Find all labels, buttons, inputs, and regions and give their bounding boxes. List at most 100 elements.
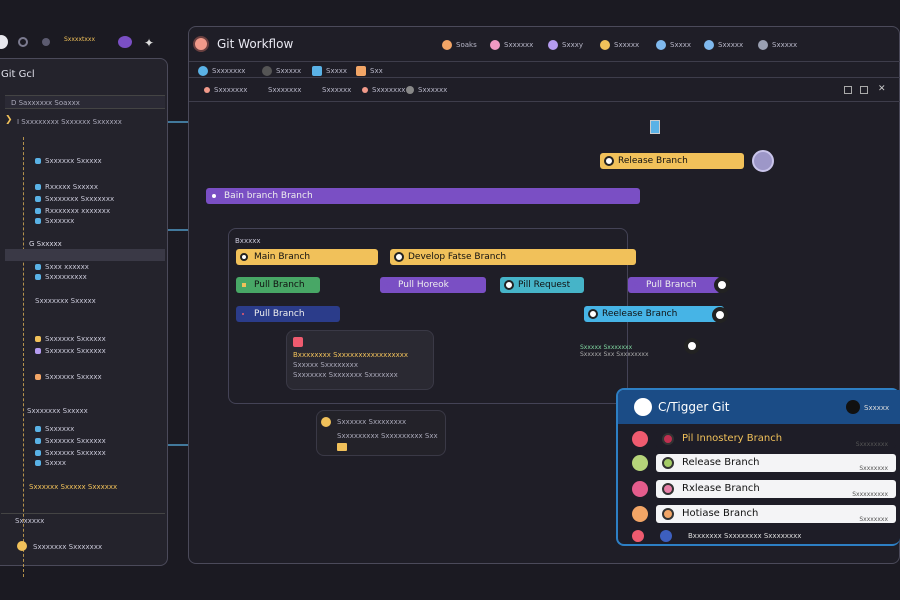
avatar (293, 337, 303, 347)
sidebar-divider (1, 513, 165, 514)
pull-branch-4[interactable]: Pull Branch (236, 306, 340, 322)
tree-item[interactable]: Sxxxxxx (35, 425, 74, 433)
row-label: Rxlease Branch (682, 483, 760, 494)
sidebar-section-1[interactable]: ❯ I Sxxxxxxxx Sxxxxxx Sxxxxxx (5, 115, 165, 129)
tree-item[interactable]: Sxxxxxx Sxxxxxx (35, 449, 106, 457)
row-side-icon (632, 431, 648, 447)
main-branch[interactable]: Main Branch (236, 249, 378, 265)
toolbar-item[interactable]: Sxxxxx (262, 66, 301, 76)
commit-icon (321, 417, 331, 427)
tab-icon (548, 40, 558, 50)
tree-item[interactable]: Sxxxxxxx Sxxxxx (35, 297, 96, 305)
toolbar-item[interactable]: Sxxxxxxx (204, 86, 247, 94)
sidebar-selected-row[interactable] (5, 249, 165, 261)
tab-icon (490, 40, 500, 50)
pull-branch-1[interactable]: Pull Branch (236, 277, 320, 293)
sidebar-title: Git Gcl (1, 69, 35, 80)
toolbar-item[interactable]: Sxxxxxx (406, 86, 447, 94)
top-tab[interactable]: Sxxxy (548, 40, 583, 50)
purple-toggle-icon[interactable] (118, 36, 132, 48)
toolbar-item[interactable]: Sxxxxxx (322, 86, 352, 94)
maximize-icon[interactable] (860, 86, 868, 94)
toolbar-item[interactable]: Sxx (356, 66, 383, 76)
tab-label: Sxxxxxx (504, 41, 534, 49)
tab-icon (704, 40, 714, 50)
toolbar-item[interactable]: Sxxxxxxx (198, 66, 245, 76)
merge-node[interactable] (684, 338, 700, 354)
tree-item[interactable]: Sxxx xxxxxx (35, 263, 89, 271)
top-tab[interactable]: Sxxxxx (758, 40, 797, 50)
release-branch-top[interactable]: Release Branch (600, 153, 744, 169)
tree-item[interactable]: Rxxxxxxx xxxxxxx (35, 207, 110, 215)
release-mid-node[interactable] (712, 307, 728, 323)
side-note: Sxxxxx Sxxxxxxx Sxxxxx Sxx Sxxxxxxxx (580, 344, 670, 364)
tree-item[interactable]: Sxxxxxxx Sxxxxxxx (35, 195, 114, 203)
footer-dot-icon (660, 530, 672, 542)
pull-branch-2[interactable]: Pull Horeok (380, 277, 486, 293)
pull-branch-3[interactable]: Pull Branch (628, 277, 720, 293)
top-tab[interactable]: Soaks (442, 40, 477, 50)
tab-icon (600, 40, 610, 50)
release-branch-mid[interactable]: Reelease Branch (584, 306, 724, 322)
settings-icon[interactable] (18, 37, 28, 47)
commit-card: Sxxxxxx Sxxxxxxxx Sxxxxxxxxx Sxxxxxxxxx … (316, 410, 446, 456)
trigger-icon (634, 398, 652, 416)
pull-branch-3-node[interactable] (714, 277, 730, 293)
tab-label: Sxxxy (562, 41, 584, 49)
window-control-icons[interactable]: ✕ (844, 84, 894, 96)
row-label: Release Branch (682, 457, 760, 468)
tree-item[interactable]: Sxxxxxx Sxxxxxx (35, 437, 106, 445)
sidebar-section-2-label: G Sxxxxx (29, 240, 62, 248)
tree-item[interactable]: Sxxxxxx Sxxxxx (35, 157, 102, 165)
tree-item[interactable]: Sxxxxxxx Sxxxxx (27, 407, 88, 415)
pull-request-1[interactable]: Pill Request (500, 277, 584, 293)
trigger-footer: Bxxxxxxx Sxxxxxxxx Sxxxxxxxx (632, 530, 892, 544)
sidebar-section-2[interactable]: G Sxxxxx (5, 237, 165, 251)
sidebar: Git Gcl D Saxxxxxx Soaxxx ❯ I Sxxxxxxxx … (0, 58, 168, 577)
tab-icon (442, 40, 452, 50)
user-avatar[interactable] (17, 541, 27, 551)
tree-item[interactable]: Sxxxxxxxxx (35, 273, 87, 281)
close-icon[interactable]: ✕ (878, 84, 886, 94)
main-feature-branch[interactable]: Bain branch Branch (206, 188, 640, 204)
window-logo-icon (193, 36, 209, 52)
sidebar-header-label: D Saxxxxxx Soaxxx (11, 99, 80, 107)
tooltip-line: Sxxxxxxx Sxxxxxxx Sxxxxxxx (293, 371, 398, 379)
tree-item[interactable]: Sxxxxxx Sxxxxx (35, 373, 102, 381)
note-line: Sxxxxx Sxxxxxxx (580, 344, 633, 351)
node-icon (650, 120, 660, 134)
tree-item[interactable]: Rxxxxx Sxxxxx (35, 183, 98, 191)
toolbar-item[interactable]: Sxxxx (312, 66, 347, 76)
top-tab[interactable]: Sxxxx (656, 40, 691, 50)
minimize-icon[interactable] (844, 86, 852, 94)
row-side-icon (632, 455, 648, 471)
row-meta: Sxxxxxxxxx (852, 491, 888, 498)
row-meta: Sxxxxxxx (859, 516, 888, 523)
sidebar-section-1-label: I Sxxxxxxxx Sxxxxxx Sxxxxxx (17, 118, 122, 126)
tree-item[interactable]: Sxxxxxx Sxxxxxx (35, 335, 106, 343)
tree-item[interactable]: Sxxxxxx Sxxxxxx (35, 347, 106, 355)
toolbar-item[interactable]: Sxxxxxxx (362, 86, 405, 94)
toolbar-item[interactable]: Sxxxxxxx (268, 86, 302, 94)
tree-item[interactable]: Sxxxxxx Sxxxxx Sxxxxxx (29, 483, 118, 491)
top-left-label: Sxxxxtxxx (64, 36, 96, 43)
develop-branch[interactable]: Develop Fatse Branch (390, 249, 636, 265)
top-tab[interactable]: Sxxxxxx (490, 40, 533, 50)
note-line: Sxxxxx Sxx Sxxxxxxxx (580, 351, 649, 358)
pin-icon[interactable]: ✦ (144, 36, 155, 50)
window-divider (189, 61, 900, 62)
tooltip-line: Sxxxxx Sxxxxxxxx (293, 361, 358, 369)
release-node[interactable] (752, 150, 774, 172)
tree-item[interactable]: Sxxxxxx (35, 217, 74, 225)
top-tab[interactable]: Sxxxxx (600, 40, 639, 50)
top-tab[interactable]: Sxxxxx (704, 40, 743, 50)
tree-item[interactable]: Sxxxx (35, 459, 66, 467)
